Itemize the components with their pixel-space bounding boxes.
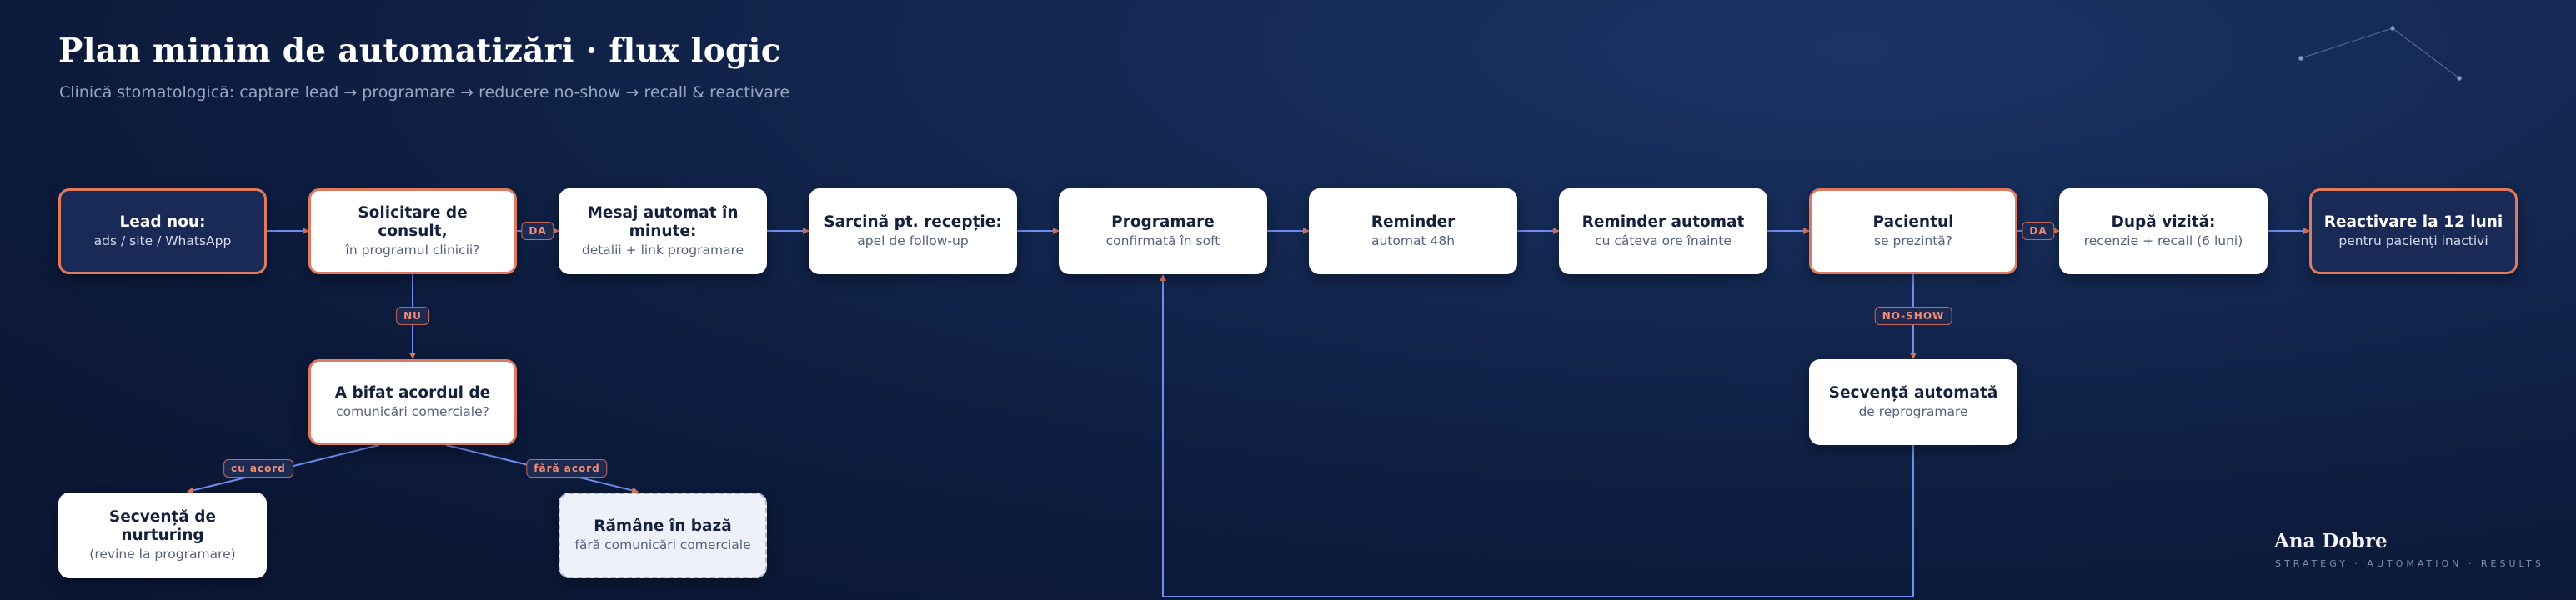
node-title: După vizită:: [2111, 213, 2216, 231]
node-title: Mesaj automat în minute:: [587, 204, 739, 240]
node-title: Reminder automat: [1581, 213, 1745, 231]
node-subtitle: detalii + link programare: [581, 242, 744, 258]
node-title: Reactivare la 12 luni: [2323, 213, 2503, 231]
arrow-reprogramare-to-programare: [1160, 274, 1914, 598]
node-title: Pacientul: [1872, 213, 1954, 231]
constellation-decoration: [2298, 26, 2462, 81]
node-subtitle: cu câteva ore înainte: [1595, 233, 1732, 248]
edge-label-cu-acord: cu acord: [223, 459, 293, 478]
node-subtitle: în programul clinicii?: [345, 242, 480, 258]
edge-label-fara-acord: fără acord: [526, 459, 608, 478]
node-solicitare-consult: Solicitare de consult, în programul clin…: [308, 188, 517, 274]
node-sarcina-receptie: Sarcină pt. recepție: apel de follow-up: [809, 188, 1017, 274]
node-secventa-reprogramare: Secvență automată de reprogramare: [1809, 359, 2017, 445]
node-subtitle: (revine la programare): [89, 547, 236, 562]
node-subtitle: comunicări comerciale?: [336, 404, 489, 419]
node-title: Lead nou:: [119, 213, 206, 231]
edge-label-da: DA: [521, 222, 554, 240]
page-subtitle: Clinică stomatologică: captare lead → pr…: [59, 83, 790, 102]
brand-name: Ana Dobre: [2274, 530, 2388, 552]
node-subtitle: automat 48h: [1371, 233, 1456, 248]
node-dupa-vizita: După vizită: recenzie + recall (6 luni): [2059, 188, 2268, 274]
page-title: Plan minim de automatizări · flux logic: [58, 32, 781, 70]
node-reminder-ore: Reminder automat cu câteva ore înainte: [1559, 188, 1767, 274]
node-title: Secvență de nurturing: [108, 508, 217, 544]
node-lead-nou: Lead nou: ads / site / WhatsApp: [58, 188, 267, 274]
node-title: Solicitare de consult,: [358, 204, 468, 240]
node-title: Programare: [1111, 213, 1215, 231]
node-subtitle: confirmată în soft: [1105, 233, 1220, 248]
node-pacientul: Pacientul se prezintă?: [1809, 188, 2017, 274]
edge-label-da: DA: [2022, 222, 2055, 240]
node-reactivare: Reactivare la 12 luni pentru pacienți in…: [2309, 188, 2518, 274]
edge-label-nu: NU: [396, 307, 429, 325]
node-title: Secvență automată: [1828, 384, 1998, 402]
node-mesaj-automat: Mesaj automat în minute: detalii + link …: [559, 188, 767, 274]
brand-tagline: STRATEGY · AUTOMATION · RESULTS: [2275, 558, 2544, 569]
node-subtitle: ads / site / WhatsApp: [93, 233, 232, 248]
node-subtitle: de reprogramare: [1858, 404, 1968, 419]
node-subtitle: se prezintă?: [1873, 233, 1952, 248]
node-title: Sarcină pt. recepție:: [824, 213, 1002, 231]
node-secventa-nurturing: Secvență de nurturing (revine la program…: [58, 492, 267, 578]
node-acord-comunicari: A bifat acordul de comunicări comerciale…: [308, 359, 517, 445]
node-reminder-48h: Reminder automat 48h: [1309, 188, 1517, 274]
node-subtitle: recenzie + recall (6 luni): [2083, 233, 2243, 248]
edge-label-no-show: NO-SHOW: [1874, 307, 1952, 325]
node-subtitle: pentru pacienți inactivi: [2338, 233, 2488, 248]
node-ramane-in-baza: Rămâne în bază fără comunicări comercial…: [559, 492, 767, 578]
node-subtitle: apel de follow-up: [857, 233, 969, 248]
node-title: Rămâne în bază: [594, 518, 732, 535]
node-subtitle: fără comunicări comerciale: [574, 538, 751, 552]
node-programare: Programare confirmată în soft: [1059, 188, 1267, 274]
node-title: A bifat acordul de: [334, 384, 491, 402]
node-title: Reminder: [1371, 213, 1456, 231]
